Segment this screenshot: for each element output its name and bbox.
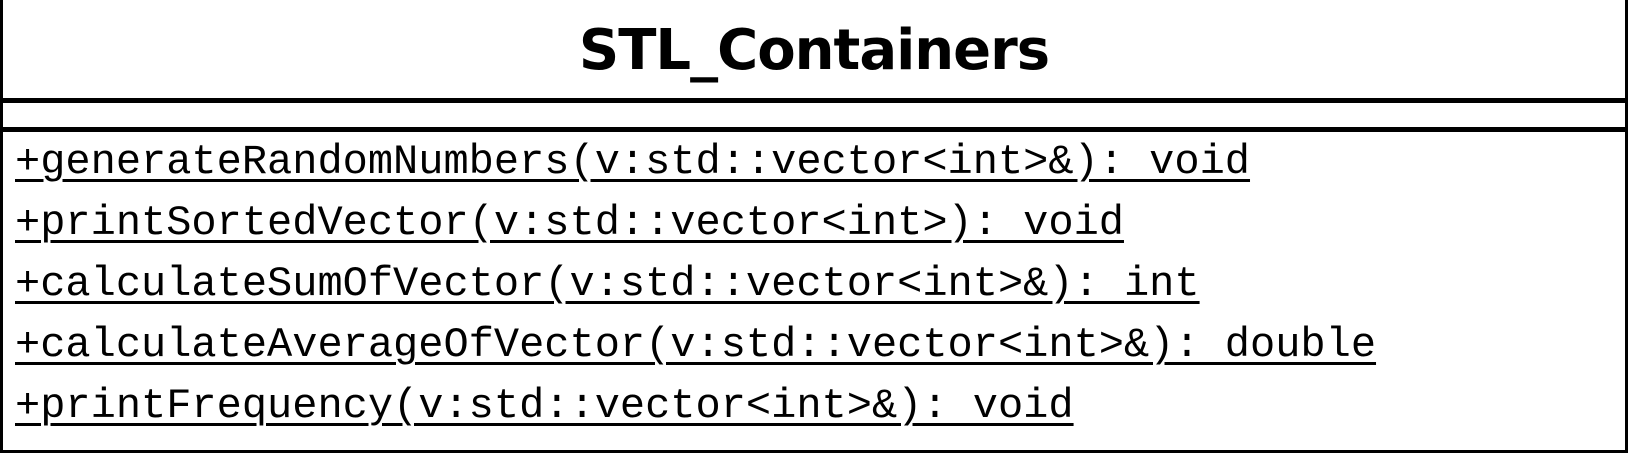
compartment-divider-top bbox=[3, 98, 1625, 103]
class-name-compartment: STL_Containers bbox=[3, 0, 1625, 98]
methods-compartment: +generateRandomNumbers(v:std::vector<int… bbox=[15, 132, 1615, 450]
method-print-sorted-vector: +printSortedVector(v:std::vector<int>): … bbox=[15, 199, 1124, 247]
method-print-frequency: +printFrequency(v:std::vector<int>&): vo… bbox=[15, 382, 1074, 430]
compartment-divider-bottom bbox=[3, 127, 1625, 132]
class-name: STL_Containers bbox=[578, 18, 1050, 83]
attributes-compartment bbox=[3, 103, 1625, 127]
method-generate-random-numbers: +generateRandomNumbers(v:std::vector<int… bbox=[15, 138, 1251, 186]
method-calculate-sum-of-vector: +calculateSumOfVector(v:std::vector<int>… bbox=[15, 260, 1200, 308]
method-calculate-average-of-vector: +calculateAverageOfVector(v:std::vector<… bbox=[15, 321, 1377, 369]
